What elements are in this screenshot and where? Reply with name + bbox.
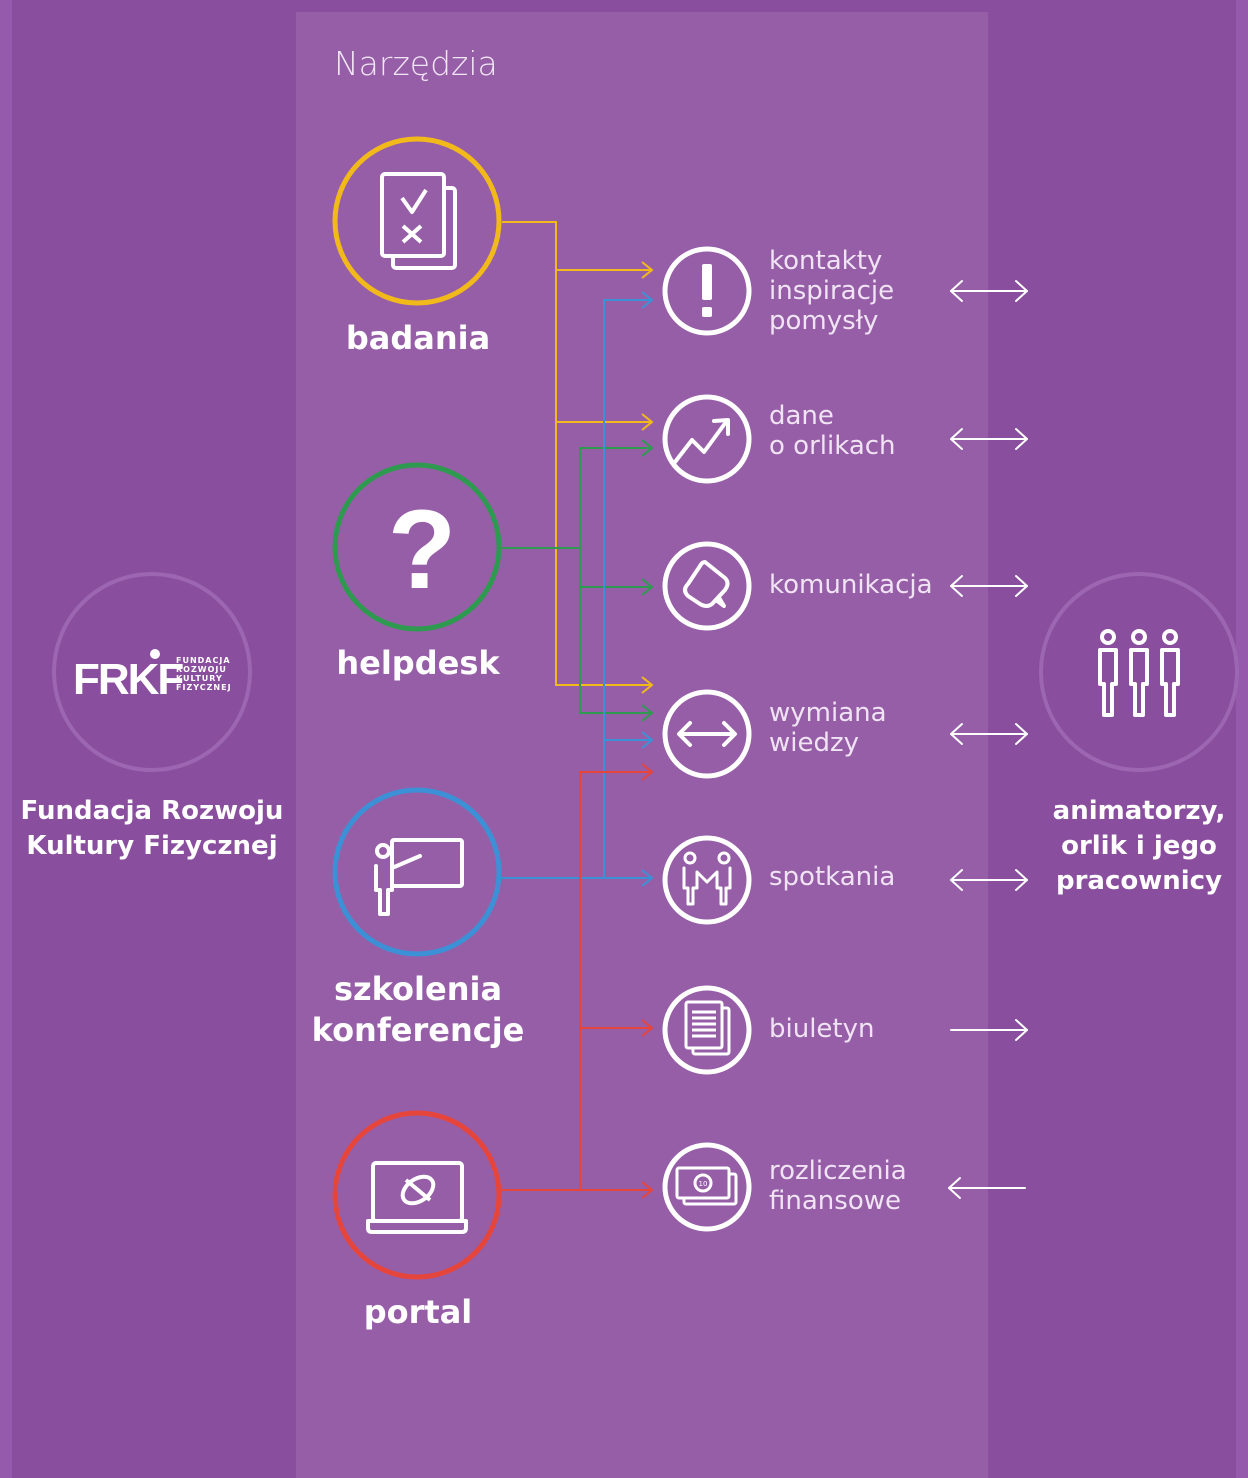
tool-label-portal: portal [363, 1293, 473, 1331]
output-circle-rozliczenia [662, 1142, 752, 1232]
checklist-icon [380, 172, 457, 270]
tool-circle-portal [332, 1110, 502, 1280]
arrowhead [641, 261, 654, 279]
left-entity-name: Fundacja Rozwoju Kultury Fizycznej [20, 796, 284, 861]
arrowhead [641, 578, 654, 596]
tool-circle-szkolenia [332, 787, 502, 957]
frkf-logo-circle [52, 572, 252, 772]
output-label-dane: dane o orlikach [769, 401, 896, 461]
tool-circle-helpdesk [332, 462, 502, 632]
bidirectional-arrow-komunikacja [950, 575, 1028, 597]
panel-title: Narzędzia [334, 44, 498, 83]
output-label-spotkania: spotkania [769, 862, 896, 892]
frkf-logo-small-text: FUNDACJA ROZWOJU KULTURY FIZYCZNEJ [176, 656, 232, 692]
output-label-rozliczenia: rozliczenia finansowe [769, 1156, 907, 1216]
speech-bubble-icon [683, 560, 730, 608]
arrowhead [641, 1019, 654, 1037]
output-circle-komunikacja [662, 541, 752, 631]
presentation-board-icon [374, 838, 464, 916]
question-mark-icon: ? [388, 487, 456, 612]
arrowhead [641, 413, 654, 431]
output-circle-biuletyn [662, 985, 752, 1075]
connector-portal [502, 771, 652, 1191]
people-group-icon [1098, 629, 1180, 717]
right-entity-name: animatorzy, orlik i jego pracownicy [1052, 796, 1226, 896]
arrowhead [641, 763, 654, 781]
frkf-logo: FRKF [73, 649, 185, 704]
output-circle-spotkania [662, 835, 752, 925]
frkf-logo-letters: FRKF [73, 655, 183, 704]
handshake-people-icon [682, 851, 732, 906]
exclamation-icon [702, 264, 712, 317]
left-edge-strip [0, 0, 12, 1478]
right-edge-strip [1236, 0, 1248, 1478]
output-label-wymiana: wymiana wiedzy [769, 698, 887, 758]
connector-badania [502, 221, 652, 686]
output-circle-kontakty [662, 246, 752, 336]
connector-szkolenia [502, 299, 652, 879]
output-circle-wymiana [662, 689, 752, 779]
bidirectional-arrow-wymiana [950, 723, 1028, 745]
right-arrow-biuletyn [950, 1019, 1028, 1041]
newsletter-icon [684, 1000, 731, 1056]
bidirectional-arrow-kontakty [950, 280, 1028, 302]
banknote-icon: 10 [675, 1166, 738, 1206]
arrowhead [641, 676, 654, 694]
exchange-arrows-icon [677, 721, 737, 747]
laptop-icon [366, 1161, 468, 1234]
output-label-kontakty: kontakty inspiracje pomysły [769, 246, 895, 336]
trend-chart-icon [673, 418, 730, 464]
tool-circle-badania [332, 136, 502, 306]
arrowhead [641, 704, 654, 722]
arrowhead [641, 439, 654, 457]
bidirectional-arrow-spotkania [950, 869, 1028, 891]
left-arrow-rozliczenia [948, 1177, 1026, 1199]
svg-text:?: ? [388, 487, 456, 612]
tool-label-badania: badania [345, 319, 491, 357]
output-circle-dane [662, 394, 752, 484]
output-label-komunikacja: komunikacja [769, 570, 933, 600]
arrowhead [641, 869, 654, 887]
people-group-circle [1039, 572, 1239, 772]
tool-label-helpdesk: helpdesk [336, 644, 500, 682]
arrowhead [641, 1181, 654, 1199]
connector-helpdesk [502, 447, 652, 714]
arrowhead [641, 291, 654, 309]
svg-text:10: 10 [699, 1180, 708, 1188]
bidirectional-arrow-dane [950, 428, 1028, 450]
output-label-biuletyn: biuletyn [769, 1014, 875, 1044]
arrowhead [641, 731, 654, 749]
tool-label-szkolenia: szkolenia konferencje [311, 970, 525, 1049]
